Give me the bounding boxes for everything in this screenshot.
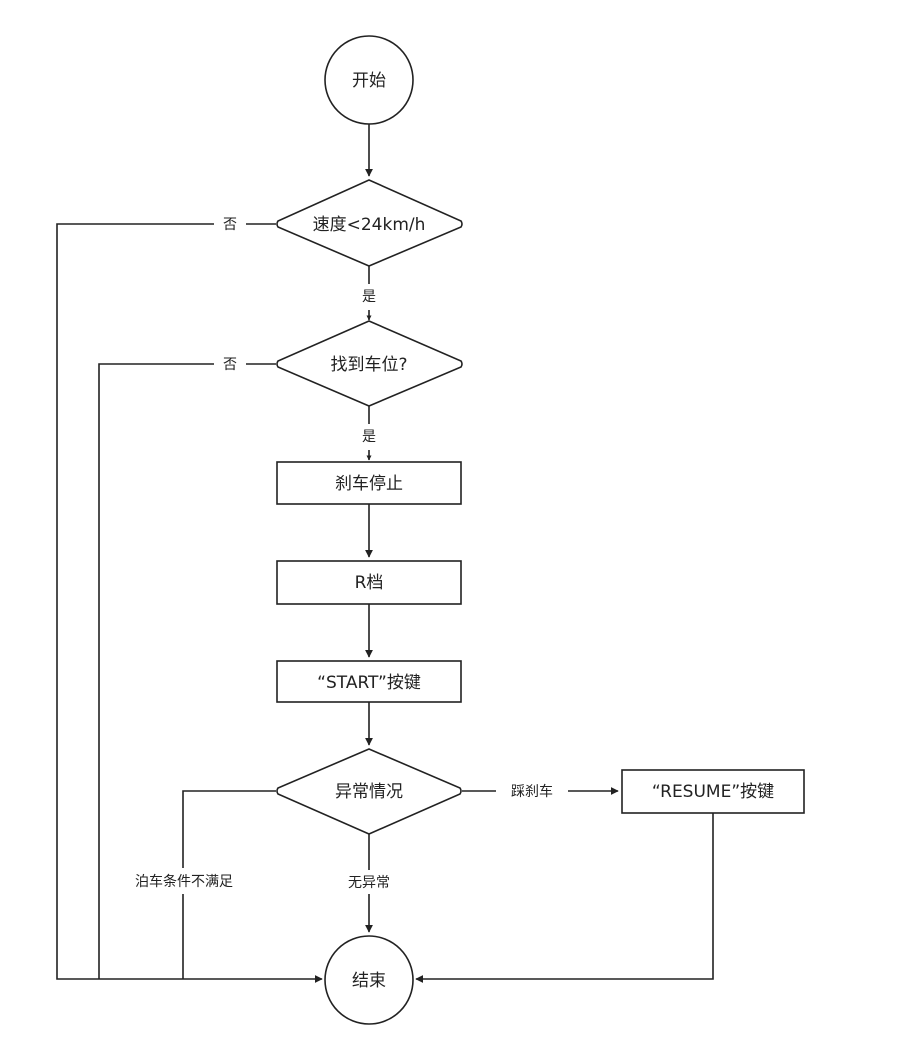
node-exception: 异常情况 — [276, 748, 462, 835]
node-brake-stop: 刹车停止 — [276, 461, 462, 505]
edge-label-conditions-unmet: 泊车条件不满足 — [135, 873, 233, 890]
edge-label-bg — [214, 212, 246, 236]
node-find-spot-label: 找到车位? — [330, 355, 407, 375]
edge-label-bg — [330, 870, 410, 894]
edge-label-speed-no: 否 — [223, 217, 237, 233]
edge-label-bg — [122, 868, 246, 894]
exception-decision-shape — [276, 748, 462, 835]
node-brake-stop-label: 刹车停止 — [335, 474, 403, 494]
speed-decision-shape — [276, 179, 463, 267]
edge-label-bg — [214, 352, 246, 376]
node-speed-check-label: 速度<24km/h — [313, 215, 426, 235]
rgear-process-shape — [276, 560, 462, 605]
node-resume-key-label: “RESUME”按键 — [652, 782, 774, 802]
edge-conditions-unmet — [182, 790, 276, 979]
edge-label-press-brake: 踩刹车 — [511, 783, 553, 800]
edge-label-spot-no: 否 — [223, 357, 237, 373]
end-terminal-shape — [324, 935, 414, 1025]
node-find-spot: 找到车位? — [276, 320, 463, 407]
edge-label-bg — [496, 780, 568, 804]
edge-label-spot-yes: 是 — [362, 429, 376, 445]
node-end: 结束 — [324, 935, 414, 1025]
start-terminal-shape — [324, 35, 414, 125]
node-r-gear-label: R档 — [355, 573, 384, 593]
node-end-label: 结束 — [352, 971, 386, 991]
node-exception-label: 异常情况 — [335, 782, 403, 802]
node-start-label: 开始 — [352, 71, 386, 91]
node-r-gear: R档 — [276, 560, 462, 605]
node-start: 开始 — [324, 35, 414, 125]
node-resume-key: “RESUME”按键 — [621, 769, 805, 814]
brake-process-shape — [276, 461, 462, 505]
node-speed-check: 速度<24km/h — [276, 179, 463, 267]
edge-speed-no — [56, 223, 323, 983]
spot-decision-shape — [276, 320, 463, 407]
startkey-process-shape — [276, 660, 462, 703]
edge-label-speed-yes: 是 — [362, 289, 376, 305]
edge-label-normal: 无异常 — [348, 875, 390, 891]
node-start-key: “START”按键 — [276, 660, 462, 703]
node-start-key-label: “START”按键 — [317, 673, 421, 693]
resume-process-shape — [621, 769, 805, 814]
edge-resume-to-end — [415, 813, 714, 983]
